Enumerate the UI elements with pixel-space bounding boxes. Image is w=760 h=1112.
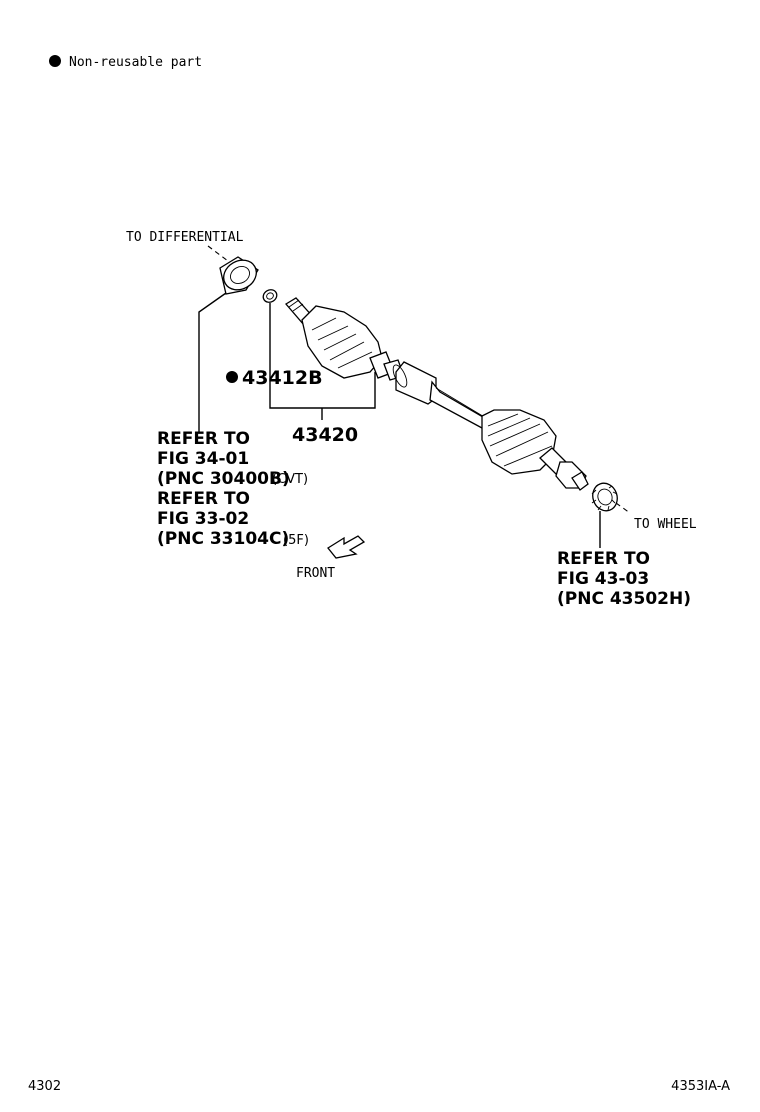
legend-text: Non-reusable part (69, 55, 202, 70)
illustration-code: 4353IA-A (671, 1079, 730, 1094)
oil-seal[interactable] (218, 254, 261, 295)
to-wheel-leader (615, 502, 631, 514)
ref-wheel-line1: REFER TO (557, 549, 650, 569)
ref-block-wheel[interactable]: REFER TO FIG 43-03 (PNC 43502H) (557, 549, 691, 609)
front-label: FRONT (296, 566, 335, 581)
non-reusable-bullet-icon (49, 55, 61, 67)
ref-5f-line2: FIG 33-02 (157, 509, 249, 529)
to-differential-label: TO DIFFERENTIAL (126, 230, 244, 245)
non-reusable-marker-icon (226, 371, 238, 383)
front-arrow-icon (327, 535, 366, 559)
part-number-43420[interactable]: 43420 (292, 424, 358, 446)
ref-block-5f[interactable]: REFER TO FIG 33-02 (PNC 33104C) (5F) (157, 489, 309, 549)
to-differential-leader (207, 245, 233, 265)
ref-wheel-line2: FIG 43-03 (557, 569, 649, 589)
drive-shaft-assembly[interactable] (285, 297, 589, 491)
ref-cvt-line3: (PNC 30400B) (157, 469, 290, 489)
hub-nut[interactable] (589, 480, 621, 515)
ref-5f-line3: (PNC 33104C) (157, 529, 289, 549)
ref-block-cvt[interactable]: REFER TO FIG 34-01 (PNC 30400B) (CVT) (157, 429, 308, 489)
ref-5f-variant: (5F) (283, 533, 309, 548)
ref-cvt-variant: (CVT) (272, 472, 308, 487)
snap-ring-clip[interactable] (261, 287, 279, 304)
ref-wheel-line3: (PNC 43502H) (557, 589, 691, 609)
page-number: 4302 (28, 1079, 61, 1094)
to-wheel-label: TO WHEEL (634, 517, 697, 532)
ref-cvt-line2: FIG 34-01 (157, 449, 249, 469)
seal-ref-leader (198, 292, 227, 432)
ref-cvt-line1: REFER TO (157, 429, 250, 449)
ref-5f-line1: REFER TO (157, 489, 250, 509)
part-number-43412b[interactable]: 43412B (242, 367, 323, 389)
